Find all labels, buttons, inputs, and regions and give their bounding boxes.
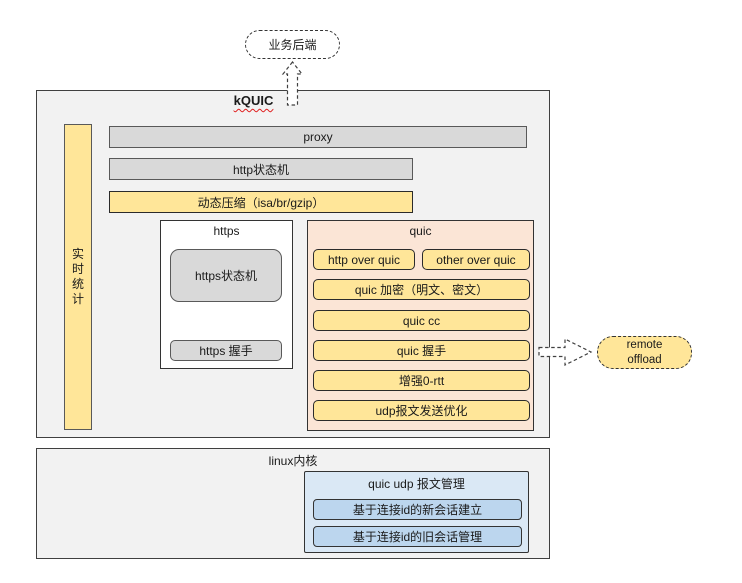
remote-offload-line2: offload <box>627 353 662 366</box>
http-state-machine-bar: http状态机 <box>109 158 413 180</box>
kquic-panel: kQUIC 实 时 统 计 proxy http状态机 动态压缩（isa/br/… <box>36 90 550 438</box>
node-remote-offload: remote offload <box>597 336 692 369</box>
quic-udp-packet-mgmt-box: quic udp 报文管理 基于连接id的新会话建立 基于连接id的旧会话管理 <box>304 471 529 553</box>
https-handshake: https 握手 <box>170 340 282 361</box>
quic-title: quic <box>409 224 432 238</box>
business-backend-label: 业务后端 <box>268 38 317 52</box>
https-state-machine: https状态机 <box>170 249 282 302</box>
realtime-stats-char: 计 <box>71 292 84 306</box>
dynamic-compression-bar: 动态压缩（isa/br/gzip） <box>109 191 413 213</box>
http-over-quic: http over quic <box>313 249 415 270</box>
https-box: https https状态机 https 握手 <box>160 220 293 369</box>
realtime-stats-char: 时 <box>71 262 84 276</box>
realtime-stats-bar: 实 时 统 计 <box>64 124 92 430</box>
kquic-title-text: kQUIC <box>233 93 274 108</box>
https-title: https <box>213 224 240 238</box>
realtime-stats-char: 统 <box>71 277 84 291</box>
old-session-by-connection-id: 基于连接id的旧会话管理 <box>313 526 522 547</box>
kquic-title: kQUIC <box>171 93 336 108</box>
node-business-backend: 业务后端 <box>245 30 340 59</box>
proxy-bar: proxy <box>109 126 527 148</box>
quic-udp-packet-mgmt-title: quic udp 报文管理 <box>368 477 465 491</box>
remote-offload-line1: remote <box>626 339 663 352</box>
enhanced-0rtt: 增强0-rtt <box>313 370 530 391</box>
new-session-by-connection-id: 基于连接id的新会话建立 <box>313 499 522 520</box>
quic-handshake: quic 握手 <box>313 340 530 361</box>
linux-kernel-title: linux内核 <box>268 454 318 468</box>
linux-kernel-panel: linux内核 quic udp 报文管理 基于连接id的新会话建立 基于连接i… <box>36 448 550 559</box>
quic-encryption: quic 加密（明文、密文） <box>313 279 530 300</box>
realtime-stats-char: 实 <box>71 247 84 261</box>
quic-box: quic http over quic other over quic quic… <box>307 220 534 431</box>
quic-cc: quic cc <box>313 310 530 331</box>
other-over-quic: other over quic <box>422 249 530 270</box>
udp-send-optimization: udp报文发送优化 <box>313 400 530 421</box>
